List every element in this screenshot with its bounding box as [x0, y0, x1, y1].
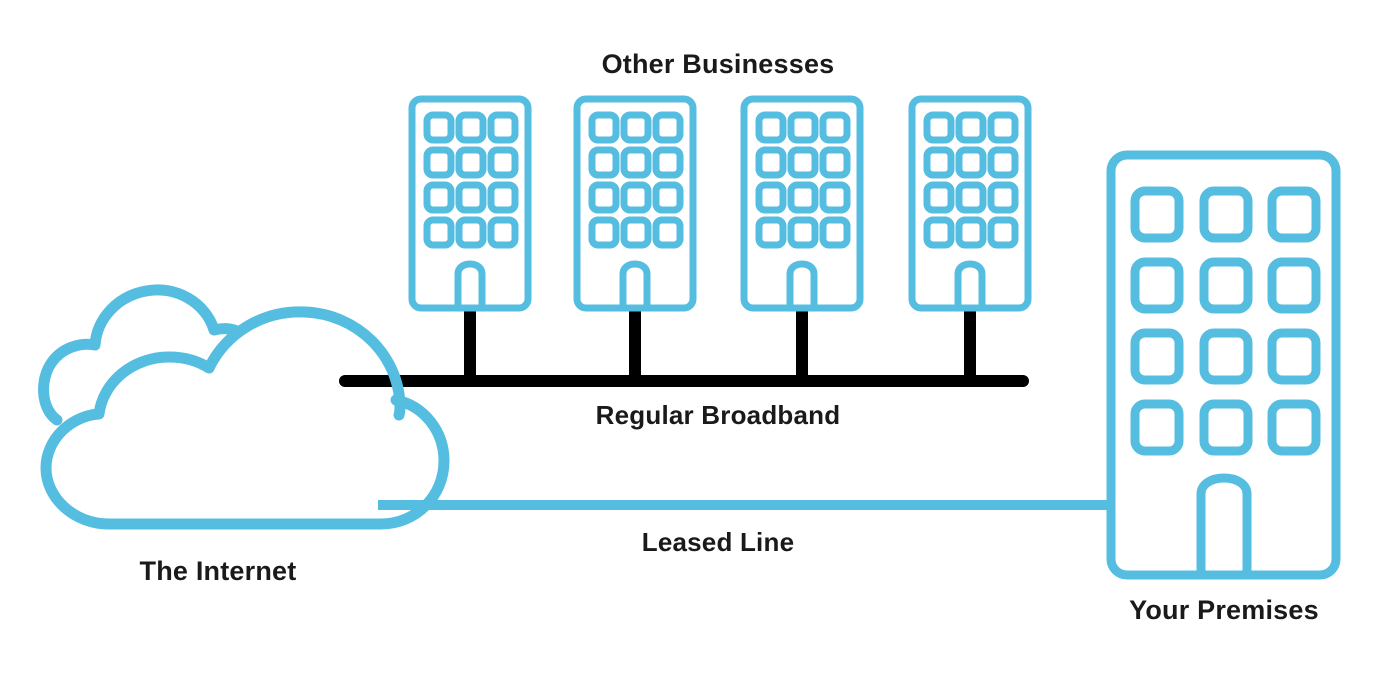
building-window	[955, 216, 987, 249]
building-window	[987, 216, 1019, 249]
building-window	[1130, 399, 1184, 456]
building-window	[652, 111, 684, 144]
cloud-front-lobe-right	[103, 394, 450, 530]
building-window	[423, 111, 455, 144]
building-window	[487, 181, 519, 214]
building-window	[819, 216, 851, 249]
building-window	[1199, 186, 1253, 243]
building-window	[588, 216, 620, 249]
office-building-icon-3	[740, 95, 864, 312]
building-window	[1267, 257, 1321, 314]
building-window	[787, 111, 819, 144]
building-window	[755, 111, 787, 144]
building-window	[588, 111, 620, 144]
office-building-icon-4	[908, 95, 1032, 312]
building-window	[987, 111, 1019, 144]
office-building-icon-1	[408, 95, 532, 312]
building-window	[620, 146, 652, 179]
building-window	[455, 111, 487, 144]
building-outline	[908, 95, 1032, 312]
building-window	[1267, 399, 1321, 456]
building-outline	[1106, 150, 1341, 580]
building-window	[455, 181, 487, 214]
building-window	[588, 146, 620, 179]
building-window	[923, 146, 955, 179]
building-window	[755, 216, 787, 249]
building-window	[755, 181, 787, 214]
cloud-icon	[38, 284, 450, 530]
building-outline	[740, 95, 864, 312]
building-window	[487, 111, 519, 144]
building-window	[652, 146, 684, 179]
building-window	[1199, 328, 1253, 385]
the-internet-label: The Internet	[140, 556, 297, 586]
building-window	[987, 181, 1019, 214]
building-door	[1196, 473, 1252, 580]
building-window	[455, 216, 487, 249]
building-window	[1267, 328, 1321, 385]
regular-broadband-label: Regular Broadband	[596, 400, 841, 430]
building-window	[620, 111, 652, 144]
building-door	[786, 260, 818, 312]
building-window	[755, 146, 787, 179]
cloud-back-lobe	[38, 284, 243, 426]
building-window	[819, 111, 851, 144]
building-window	[487, 146, 519, 179]
regular-broadband-connection	[339, 306, 1029, 387]
other-businesses-label: Other Businesses	[602, 49, 835, 79]
building-window	[923, 216, 955, 249]
building-window	[620, 181, 652, 214]
building-outline	[573, 95, 697, 312]
building-window	[1130, 186, 1184, 243]
building-window	[819, 146, 851, 179]
building-door	[454, 260, 486, 312]
building-window	[1199, 257, 1253, 314]
building-window	[955, 181, 987, 214]
building-window	[955, 111, 987, 144]
building-window	[620, 216, 652, 249]
building-window	[955, 146, 987, 179]
your-premises-label: Your Premises	[1129, 595, 1319, 625]
building-window	[423, 181, 455, 214]
building-window	[423, 216, 455, 249]
building-window	[455, 146, 487, 179]
building-window	[987, 146, 1019, 179]
building-window	[1267, 186, 1321, 243]
building-window	[1130, 257, 1184, 314]
building-door	[954, 260, 986, 312]
building-window	[923, 111, 955, 144]
leased-line-label: Leased Line	[642, 527, 794, 557]
building-window	[652, 216, 684, 249]
building-window	[1130, 328, 1184, 385]
office-building-icon-2	[573, 95, 697, 312]
building-window	[787, 146, 819, 179]
building-window	[787, 216, 819, 249]
building-window	[487, 216, 519, 249]
cloud-front-lobe	[40, 306, 406, 530]
building-outline	[408, 95, 532, 312]
building-door	[619, 260, 651, 312]
building-window	[787, 181, 819, 214]
other-businesses-group	[408, 95, 1032, 312]
building-window	[923, 181, 955, 214]
building-window	[819, 181, 851, 214]
building-window	[588, 181, 620, 214]
building-window	[423, 146, 455, 179]
your-premises-building-icon	[1106, 150, 1341, 580]
building-window	[1199, 399, 1253, 456]
building-window	[652, 181, 684, 214]
